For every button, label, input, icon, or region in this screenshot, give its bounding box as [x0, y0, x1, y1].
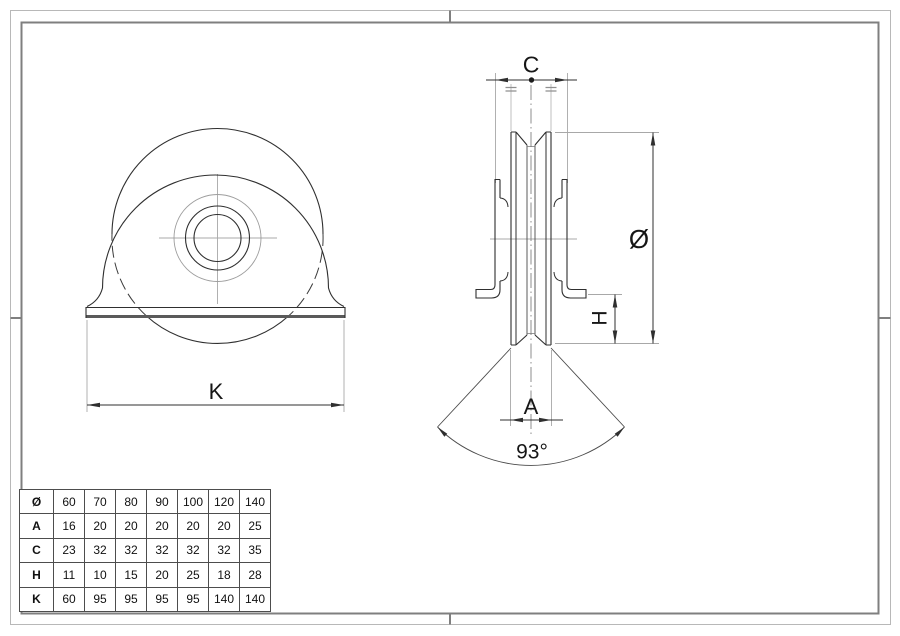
base-plate: [85, 306, 346, 318]
bracket-left-top-lip: [499, 197, 509, 208]
bracket-left-bottom-lip: [499, 271, 509, 282]
table-cell: 70: [84, 488, 116, 515]
table-cell: 25: [177, 562, 209, 588]
bracket-right-outline: [561, 178, 587, 299]
bracket-left: [475, 178, 509, 299]
table-row: Ø 60 70 80 90 100 120 140: [19, 488, 271, 515]
dim-label-a: A: [523, 394, 539, 419]
a-arrow-left: [510, 417, 523, 423]
table-row: K 60 95 95 95 95 140 140: [19, 586, 271, 613]
table-cell: 100: [177, 488, 209, 515]
angle-arc: [437, 426, 625, 466]
angle-leg-right: [550, 347, 625, 428]
row-label: H: [19, 562, 54, 588]
frame-centering-ticks: [10, 10, 891, 625]
table-cell: 95: [115, 586, 147, 613]
table-cell: 95: [177, 586, 209, 613]
side-view: [437, 73, 659, 466]
table-cell: 140: [208, 586, 240, 613]
table-cell: 32: [177, 537, 209, 564]
dim-label-h: H: [588, 310, 612, 326]
c-arrow-left: [495, 77, 508, 83]
a-extension-lines: [510, 350, 552, 426]
table-cell: 10: [84, 562, 116, 588]
table-cell: 80: [115, 488, 147, 515]
row-label: K: [19, 586, 54, 613]
angle-leg-left: [437, 347, 512, 428]
table-cell: 32: [84, 537, 116, 564]
front-view: [85, 128, 346, 412]
wheel-outer-edges: [510, 132, 552, 345]
dim-label-angle: 93°: [516, 440, 548, 464]
table-cell: 25: [239, 513, 271, 539]
table-row: A 16 20 20 20 20 20 25: [19, 513, 271, 539]
table-cell: 20: [177, 513, 209, 539]
table-row: C 23 32 32 32 32 32 35: [19, 537, 271, 564]
center-dot: [528, 77, 535, 83]
hub-boss-circle: [173, 194, 262, 282]
wheel-circle-hidden-left: [111, 233, 147, 317]
wheel-circle-hidden-right: [288, 233, 324, 317]
hub-bore-circle: [193, 213, 242, 263]
table-cell: 60: [53, 488, 85, 515]
a-arrow-right: [539, 417, 552, 423]
table-cell: 18: [208, 562, 240, 588]
groove-root-flats: [527, 146, 535, 334]
table-cell: 95: [146, 586, 178, 613]
dim-label-k: K: [208, 379, 224, 404]
table-cell: 16: [53, 513, 85, 539]
table-cell: 23: [53, 537, 85, 564]
bracket-right-top-lip: [553, 197, 563, 208]
dim-label-diameter: Ø: [628, 224, 650, 254]
table-cell: 60: [53, 586, 85, 613]
drawing-frame: [10, 10, 891, 625]
wheel-side-profile: [510, 131, 552, 346]
hub-outer-circle: [184, 205, 251, 271]
table-cell: 20: [84, 513, 116, 539]
table-cell: 20: [146, 513, 178, 539]
table-cell: 32: [146, 537, 178, 564]
table-cell: 120: [208, 488, 240, 515]
table-cell: 35: [239, 537, 271, 564]
table-cell: 140: [239, 488, 271, 515]
groove-angle-dimension: [437, 347, 625, 466]
dimension-table: Ø 60 70 80 90 100 120 140 A 16 20 20 20 …: [19, 488, 271, 613]
equal-mark-icon: [505, 86, 557, 92]
table-cell: 32: [208, 537, 240, 564]
c-arrow-right: [555, 77, 568, 83]
table-row: H 11 10 15 20 25 18 28: [19, 562, 271, 588]
table-cell: 11: [53, 562, 85, 588]
base-plate-end-caps: [85, 307, 346, 318]
table-cell: 90: [146, 488, 178, 515]
a-dimension: [500, 417, 563, 423]
wheel-rim-flats: [511, 131, 551, 346]
table-cell: 28: [239, 562, 271, 588]
table-cell: 32: [115, 537, 147, 564]
table-cell: 20: [208, 513, 240, 539]
bracket-left-outline: [475, 178, 501, 299]
table-cell: 20: [146, 562, 178, 588]
wheel-inner-edges: [515, 132, 547, 345]
table-cell: 20: [115, 513, 147, 539]
row-label: C: [19, 537, 54, 564]
housing-dome: [86, 174, 345, 307]
bracket-right: [553, 178, 587, 299]
row-label: Ø: [19, 488, 54, 515]
table-cell: 140: [239, 586, 271, 613]
table-cell: 95: [84, 586, 116, 613]
symmetry-construction-lines: [510, 84, 552, 131]
dim-label-c: C: [522, 51, 540, 78]
bracket-right-bottom-lip: [553, 271, 563, 282]
groove-root-edges: [526, 145, 536, 335]
groove-bottom-flanks: [515, 334, 547, 346]
wheel-circle-bottom: [146, 315, 289, 344]
row-label: A: [19, 513, 54, 539]
groove-top-flanks: [515, 131, 547, 146]
table-cell: 15: [115, 562, 147, 588]
c-dimension: [486, 77, 577, 83]
wheel-circle-top: [111, 128, 324, 235]
